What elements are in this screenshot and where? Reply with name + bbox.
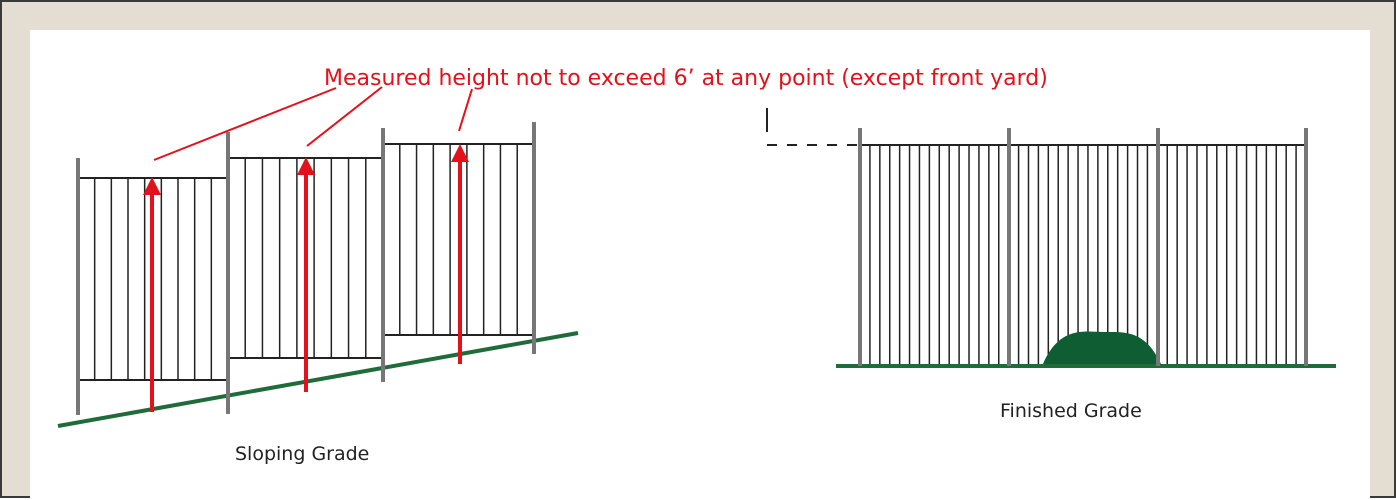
fence-pickets — [244, 158, 367, 358]
fence-pickets — [93, 178, 213, 380]
ground-mound — [1043, 331, 1161, 364]
fence-section-1 — [78, 177, 228, 381]
arrowhead-icon — [451, 144, 469, 162]
finished-grade-label: Finished Grade — [1000, 400, 1142, 422]
sloping-grade-label: Sloping Grade — [235, 443, 369, 465]
caption-leader-lines — [153, 86, 473, 161]
leader-line — [458, 88, 473, 132]
diagram-panel: Measured height not to exceed 6’ at any … — [30, 30, 1370, 500]
fence-section-3 — [383, 143, 534, 336]
leader-line — [306, 86, 383, 147]
leader-line — [153, 87, 337, 161]
arrowhead-icon — [143, 177, 161, 195]
fence-posts — [858, 128, 1308, 366]
sloping-grade-fence — [57, 86, 579, 428]
fence-posts — [76, 122, 536, 415]
finished-grade-fence — [766, 108, 1336, 368]
fence-pickets — [399, 144, 518, 335]
sloping-ground-line — [57, 331, 579, 428]
fence-height-diagram: Measured height not to exceed 6’ at any … — [57, 66, 1336, 465]
fence-pickets — [869, 145, 1297, 364]
height-caption: Measured height not to exceed 6’ at any … — [324, 66, 1048, 91]
height-arrows — [143, 144, 469, 412]
arrowhead-icon — [297, 157, 315, 175]
